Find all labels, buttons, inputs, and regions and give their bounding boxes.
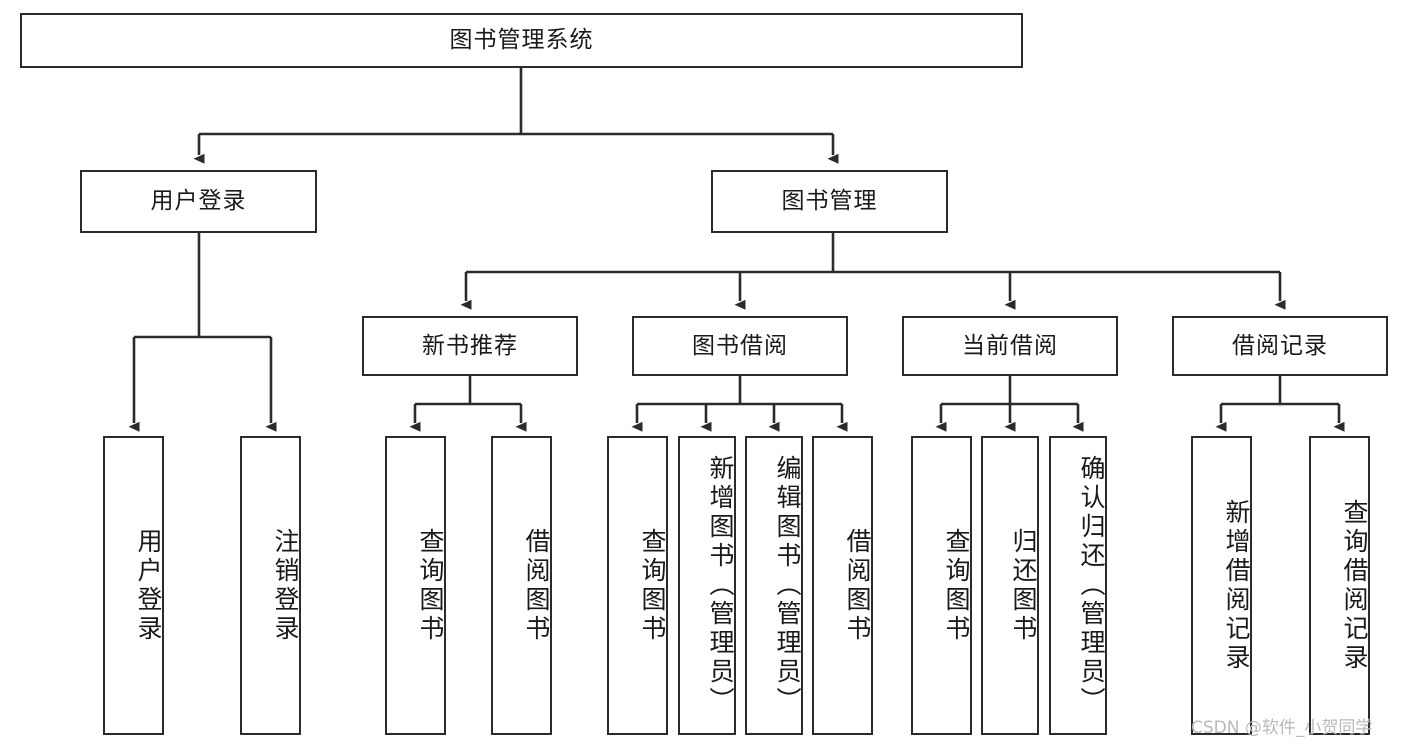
- node-label: 用户登录: [134, 527, 163, 644]
- node-label: 查询图书: [416, 527, 445, 644]
- leaf-borrow-book-recommend[interactable]: 借阅图书: [491, 436, 552, 735]
- node-new-book-recommend[interactable]: 新书推荐: [362, 316, 578, 376]
- leaf-edit-book-admin[interactable]: 编辑图书（管理员）: [745, 436, 803, 735]
- node-label: 新书推荐: [422, 332, 518, 359]
- leaf-query-book-recommend[interactable]: 查询图书: [385, 436, 446, 735]
- node-label: 当前借阅: [962, 332, 1058, 359]
- node-label: 借阅记录: [1232, 332, 1328, 359]
- node-user-login[interactable]: 用户登录: [80, 170, 317, 233]
- leaf-logout-login[interactable]: 注销登录: [240, 436, 301, 735]
- node-label: 归还图书: [1009, 527, 1038, 644]
- node-label: 查询图书: [638, 527, 667, 644]
- node-label: 借阅图书: [843, 527, 872, 644]
- node-borrow-record[interactable]: 借阅记录: [1172, 316, 1388, 376]
- node-label: 查询图书: [942, 527, 971, 644]
- node-label: 编辑图书（管理员）: [773, 455, 802, 716]
- node-label: 图书借阅: [692, 332, 788, 359]
- node-label: 新增借阅记录: [1222, 498, 1251, 673]
- node-label: 用户登录: [150, 188, 247, 215]
- leaf-borrow-book-borrow[interactable]: 借阅图书: [812, 436, 873, 735]
- leaf-return-book[interactable]: 归还图书: [981, 436, 1039, 735]
- node-label: 借阅图书: [522, 527, 551, 644]
- node-label: 确认归还（管理员）: [1077, 455, 1106, 716]
- leaf-add-borrow-record[interactable]: 新增借阅记录: [1191, 436, 1252, 735]
- leaf-query-borrow-record[interactable]: 查询借阅记录: [1309, 436, 1370, 735]
- node-label: 查询借阅记录: [1340, 498, 1369, 673]
- leaf-query-book-current[interactable]: 查询图书: [911, 436, 972, 735]
- leaf-user-login[interactable]: 用户登录: [103, 436, 164, 735]
- node-label: 注销登录: [271, 527, 300, 644]
- node-label: 图书管理: [781, 188, 878, 215]
- node-label: 图书管理系统: [449, 27, 594, 54]
- leaf-add-book-admin[interactable]: 新增图书（管理员）: [678, 436, 736, 735]
- node-book-management-system[interactable]: 图书管理系统: [20, 13, 1023, 68]
- node-label: 新增图书（管理员）: [706, 455, 735, 716]
- leaf-query-book-borrow[interactable]: 查询图书: [607, 436, 668, 735]
- leaf-confirm-return-admin[interactable]: 确认归还（管理员）: [1049, 436, 1107, 735]
- node-current-borrow[interactable]: 当前借阅: [902, 316, 1118, 376]
- node-book-management[interactable]: 图书管理: [711, 170, 948, 233]
- node-book-borrow[interactable]: 图书借阅: [632, 316, 848, 376]
